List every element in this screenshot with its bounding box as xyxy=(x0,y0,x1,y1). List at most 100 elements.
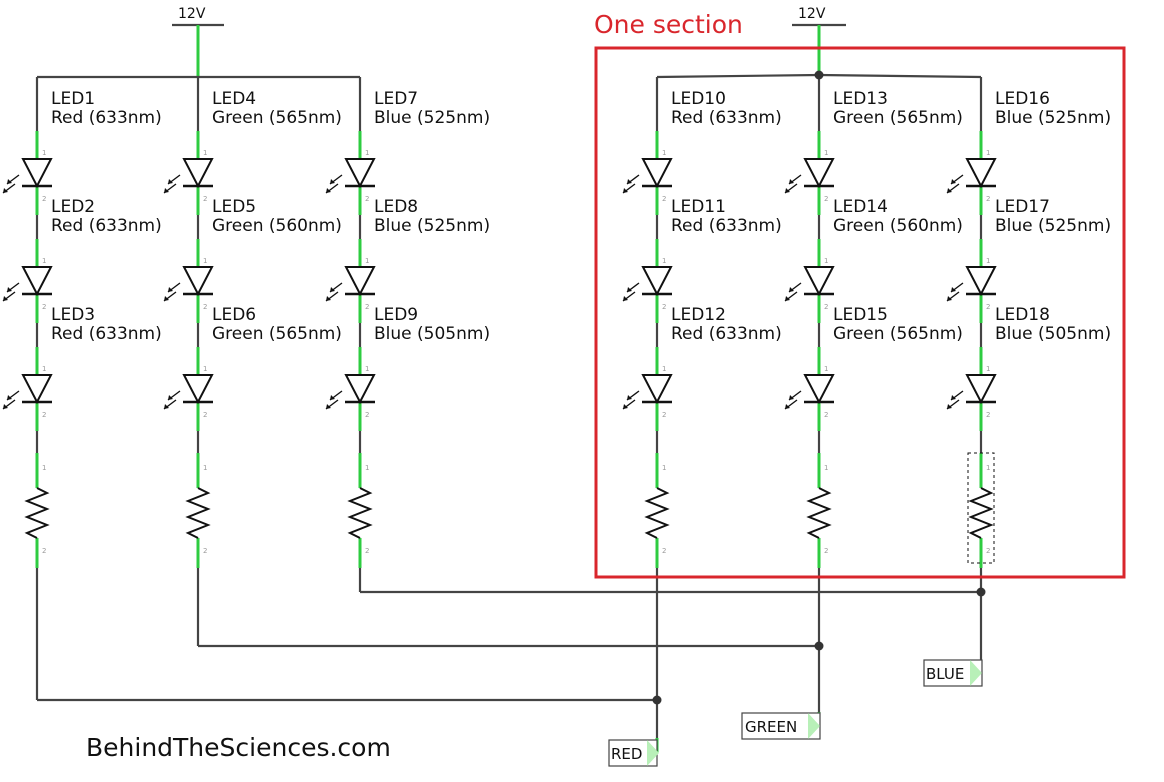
led-triangle xyxy=(182,266,214,297)
pin-number: 2 xyxy=(203,303,207,311)
led-name: LED6 xyxy=(212,305,256,325)
port-green-box xyxy=(741,712,821,740)
emission-arrowhead xyxy=(164,404,169,409)
led-symbol: 12 xyxy=(622,365,673,419)
led-spec: Red (633nm) xyxy=(51,324,162,344)
emission-arrowhead xyxy=(7,287,12,292)
emission-arrowhead xyxy=(3,296,8,301)
emission-arrowhead xyxy=(7,179,12,184)
led-spec: Green (560nm) xyxy=(212,216,342,236)
led-symbol: 12 xyxy=(325,365,376,419)
led-triangle xyxy=(641,158,673,189)
port-blue[interactable]: BLUE xyxy=(923,659,983,687)
pin-number: 1 xyxy=(986,365,990,373)
led-name: LED2 xyxy=(51,197,95,217)
led-symbol: 12 xyxy=(622,149,673,203)
pin-number: 2 xyxy=(986,195,990,203)
pin-number: 2 xyxy=(42,547,46,555)
pin-number: 2 xyxy=(662,303,666,311)
symbol-gap xyxy=(34,267,40,294)
led-triangle xyxy=(641,266,673,297)
symbol-gap xyxy=(34,159,40,186)
emission-arrowhead xyxy=(627,179,632,184)
emission-arrowhead xyxy=(785,404,790,409)
led-triangle xyxy=(803,374,835,405)
led-name: LED10 xyxy=(671,89,726,109)
led-triangle xyxy=(344,266,376,297)
emission-arrowhead xyxy=(326,404,331,409)
led-symbol: 12 xyxy=(325,149,376,203)
pin-number: 2 xyxy=(42,411,46,419)
symbol-gap xyxy=(34,375,40,402)
pin-number: 1 xyxy=(986,464,990,472)
supply-label-right: 12V xyxy=(798,6,826,22)
led-spec: Red (633nm) xyxy=(671,216,782,236)
emission-arrowhead xyxy=(951,287,956,292)
symbol-gap xyxy=(195,159,201,186)
port-red-label: RED xyxy=(611,745,642,763)
pin-number: 1 xyxy=(824,464,828,472)
led-triangle xyxy=(965,158,997,189)
symbol-gap xyxy=(195,267,201,294)
pin-number: 2 xyxy=(662,195,666,203)
pin-number: 1 xyxy=(824,257,828,265)
led-symbol: 12 xyxy=(784,257,835,311)
pin-number: 1 xyxy=(365,464,369,472)
emission-arrowhead xyxy=(168,179,173,184)
resistor-symbol: 12 xyxy=(347,464,373,555)
symbol-gap xyxy=(978,159,984,186)
led-triangle xyxy=(803,266,835,297)
emission-arrowhead xyxy=(168,395,173,400)
symbol-gap xyxy=(816,375,822,402)
symbol-gap xyxy=(816,267,822,294)
led-spec: Blue (525nm) xyxy=(995,108,1111,128)
pin-number: 2 xyxy=(824,303,828,311)
led-name: LED14 xyxy=(833,197,888,217)
port-green[interactable]: GREEN xyxy=(741,712,821,740)
emission-arrowhead xyxy=(3,188,8,193)
symbol-gap xyxy=(654,267,660,294)
emission-arrowhead xyxy=(7,395,12,400)
symbol-gap xyxy=(357,267,363,294)
supply-label-left: 12V xyxy=(178,6,206,22)
pin-number: 1 xyxy=(203,365,207,373)
emission-arrowhead xyxy=(951,395,956,400)
symbol-gap xyxy=(195,375,201,402)
led-spec: Blue (505nm) xyxy=(995,324,1111,344)
led-name: LED4 xyxy=(212,89,256,109)
pin-number: 1 xyxy=(203,257,207,265)
led-spec: Green (565nm) xyxy=(833,108,963,128)
emission-arrowhead xyxy=(168,287,173,292)
symbol-gap xyxy=(654,159,660,186)
led-name: LED5 xyxy=(212,197,256,217)
led-symbol: 12 xyxy=(2,257,53,311)
pin-number: 2 xyxy=(203,547,207,555)
led-spec: Blue (525nm) xyxy=(995,216,1111,236)
led-triangle xyxy=(21,374,53,405)
led-name: LED13 xyxy=(833,89,888,109)
junction-dot xyxy=(976,587,986,597)
resistor-zigzag xyxy=(644,487,670,539)
led-spec: Green (565nm) xyxy=(833,324,963,344)
port-red[interactable]: RED xyxy=(608,739,659,767)
pin-number: 1 xyxy=(42,464,46,472)
pin-number: 1 xyxy=(365,365,369,373)
pin-number: 1 xyxy=(365,257,369,265)
pin-number: 2 xyxy=(986,547,990,555)
pin-number: 2 xyxy=(824,195,828,203)
resistor-zigzag xyxy=(24,487,50,539)
led-spec: Red (633nm) xyxy=(671,108,782,128)
led-triangle xyxy=(344,374,376,405)
pin-number: 1 xyxy=(42,365,46,373)
led-spec: Red (633nm) xyxy=(51,108,162,128)
emission-arrowhead xyxy=(785,296,790,301)
port-green-label: GREEN xyxy=(745,718,797,736)
led-symbol: 12 xyxy=(163,365,214,419)
pin-number: 1 xyxy=(824,149,828,157)
junction-dot xyxy=(814,70,824,80)
junction-dot xyxy=(814,641,824,651)
section-box xyxy=(594,46,1126,579)
led-triangle xyxy=(965,266,997,297)
pin-number: 1 xyxy=(203,464,207,472)
